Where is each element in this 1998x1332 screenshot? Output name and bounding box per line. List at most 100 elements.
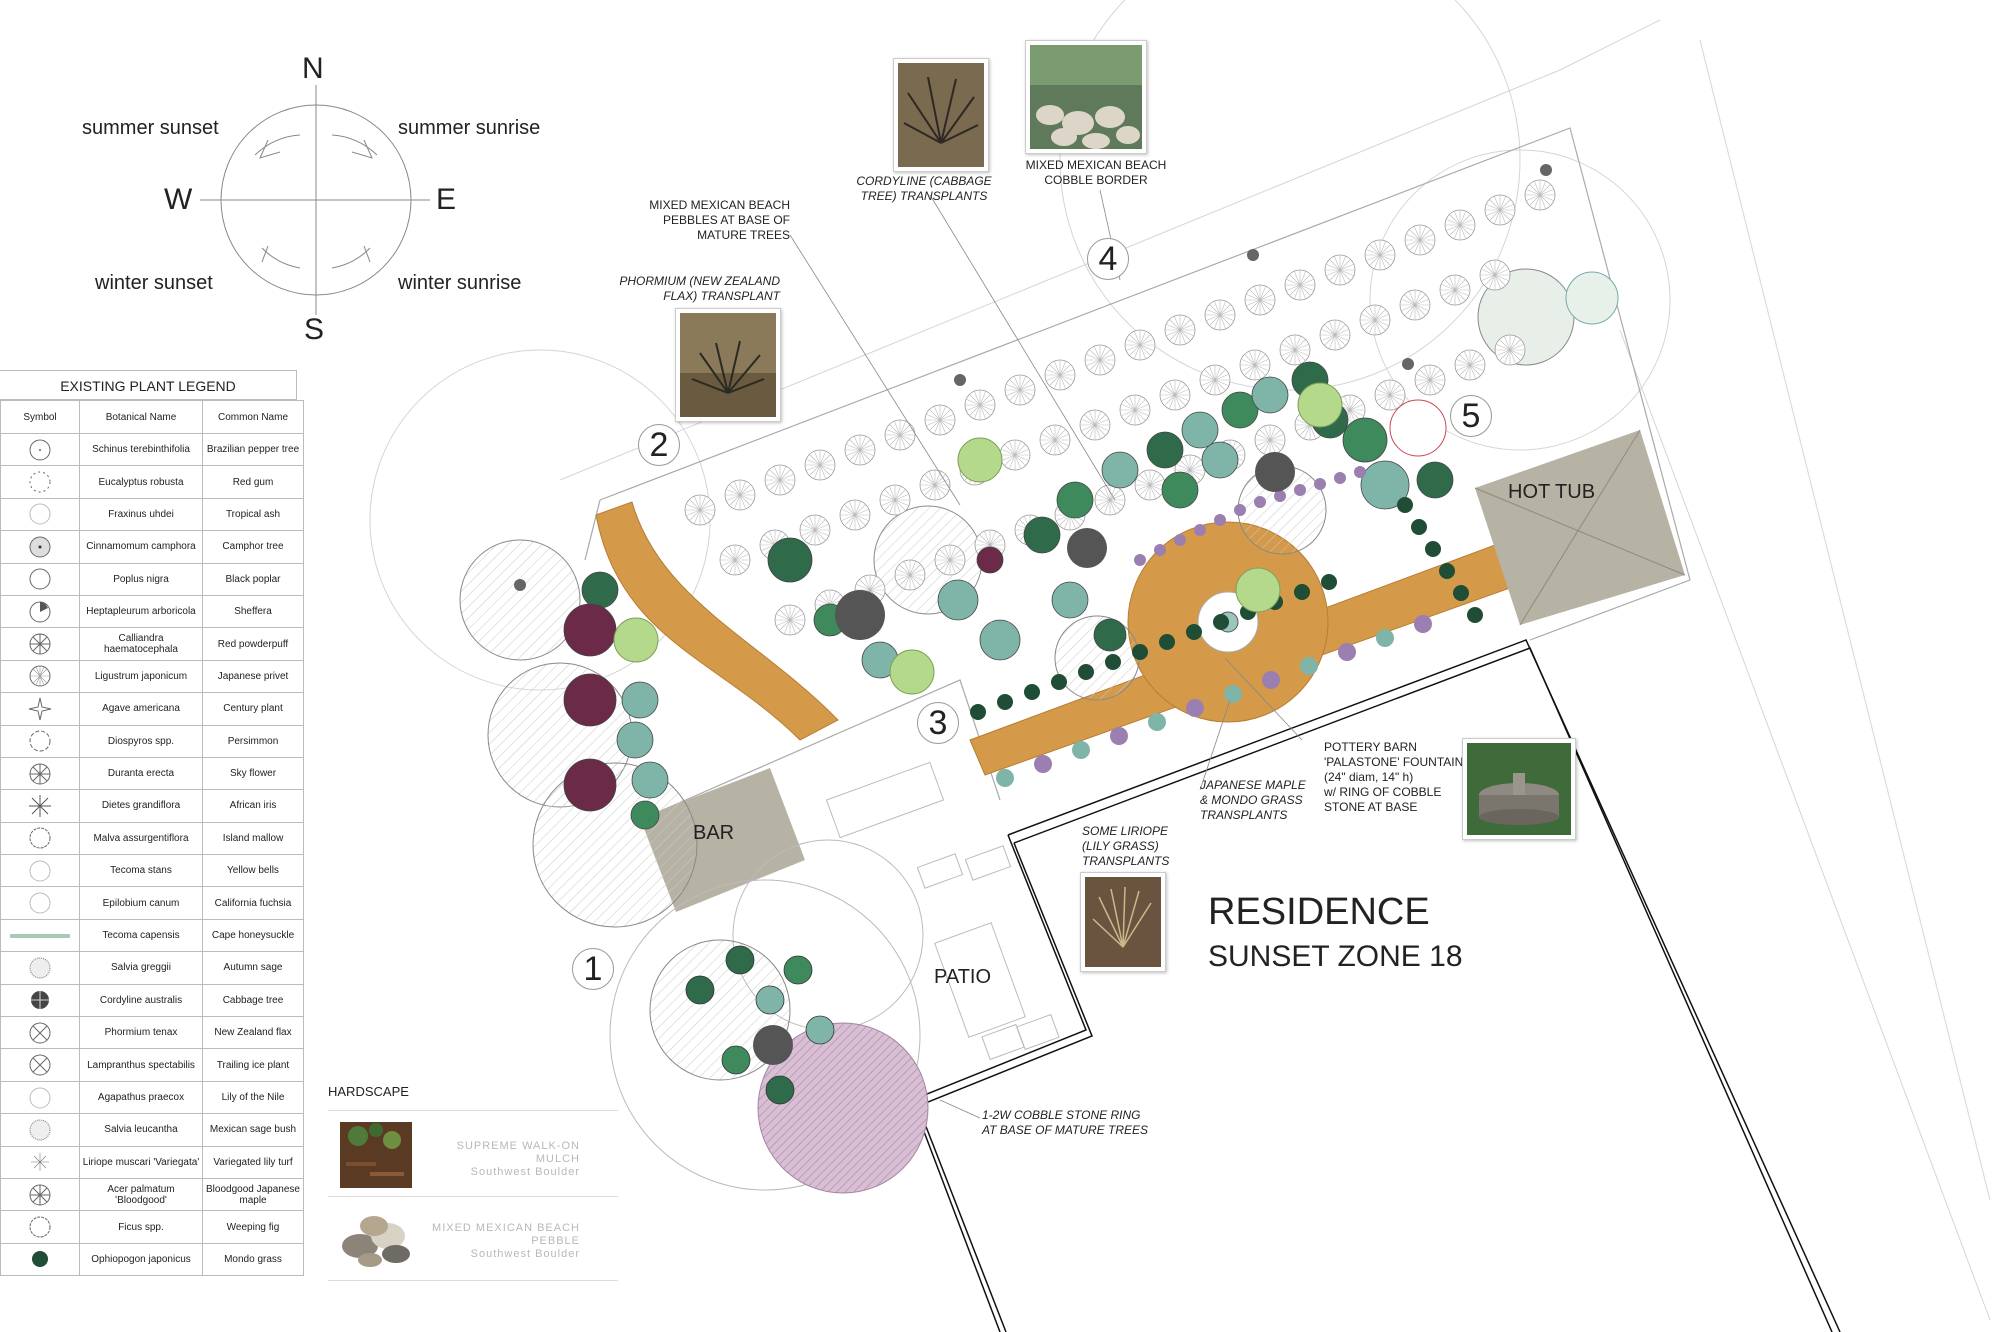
shrub-spoke (1481, 268, 1509, 282)
shrub-spoke (1161, 388, 1189, 402)
area-marker-4: 4 (1087, 238, 1129, 280)
patio-shrub (765, 1075, 795, 1105)
wedge-circle-icon (29, 601, 51, 623)
note-maple-mondo: JAPANESE MAPLE & MONDO GRASS TRANSPLANTS (1200, 778, 1320, 823)
legend-common-name: Autumn sage (202, 951, 304, 985)
colored-shrub (631, 761, 669, 799)
grey-circle-icon (29, 536, 51, 558)
colored-shrub (563, 758, 617, 812)
x-circle-icon (29, 1054, 51, 1076)
compass-north: N (302, 52, 324, 85)
shrub-spoke (1496, 343, 1524, 357)
legend-botanical-name: Eucalyptus robusta (79, 465, 203, 499)
wavy-circle-icon (29, 1216, 51, 1238)
shrub-spoke (881, 493, 909, 507)
colored-shrub (1360, 460, 1410, 510)
mondo-grass-dot (1467, 607, 1483, 623)
liriope-symbol (1148, 713, 1166, 731)
sunset-zone-label: SUNSET ZONE 18 (1208, 940, 1463, 973)
shrub-spoke (1361, 313, 1389, 327)
legend-symbol-cell (0, 594, 80, 629)
colored-shrub (1056, 481, 1094, 519)
mondo-grass-dot (1051, 674, 1067, 690)
shrub-spoke (921, 478, 949, 492)
legend-common-name: Brazilian pepper tree (202, 432, 304, 467)
planter-pot (1067, 528, 1107, 568)
legend-botanical-name: Cordyline australis (79, 983, 203, 1018)
colored-shrub (979, 619, 1021, 661)
liriope-symbol (1300, 657, 1318, 675)
solid-dark-circle-icon (32, 1251, 48, 1268)
hardscape-divider (328, 1280, 618, 1281)
lime-shrub (957, 437, 1003, 483)
legend-common-name: Camphor tree (202, 530, 304, 564)
colored-shrub (1416, 461, 1454, 499)
legend-symbol-cell (0, 432, 80, 467)
legend-symbol-cell (0, 821, 80, 856)
legend-symbol-cell (0, 983, 80, 1018)
shrub-spoke (1446, 218, 1474, 232)
liriope-symbol (1134, 554, 1146, 566)
colored-shrub (767, 537, 813, 583)
summer-sunrise-label: summer sunrise (398, 117, 541, 139)
winter-sunset-label: winter sunset (95, 272, 213, 294)
shrub-spoke (1321, 328, 1349, 342)
liriope-symbol (1338, 643, 1356, 661)
shrub-spoke (1326, 263, 1354, 277)
hot-tub-label: HOT TUB (1508, 481, 1596, 503)
faint-circle-icon (29, 892, 51, 914)
legend-common-name: Mondo grass (202, 1242, 304, 1277)
compass-rose-icon (200, 85, 430, 315)
residence-walls (911, 639, 1841, 1332)
legend-botanical-name: Salvia greggii (79, 951, 203, 985)
tree-symbol (1389, 399, 1447, 457)
mondo-grass-dot (1453, 585, 1469, 601)
mondo-grass-dot (997, 694, 1013, 710)
liriope-symbol (1334, 472, 1346, 484)
liriope-symbol (1234, 504, 1246, 516)
shrub-spoke (1201, 373, 1229, 387)
boulder-dot (1402, 358, 1414, 370)
area-marker-2: 2 (638, 424, 680, 466)
dotted-circle-icon (29, 471, 51, 493)
note-line: COBBLE BORDER (1044, 173, 1148, 187)
shrub-spoke (1441, 283, 1469, 297)
cordyline-photo (893, 58, 989, 172)
pebble-line1: MIXED MEXICAN BEACH (432, 1222, 580, 1234)
note-line: TRANSPLANTS (1082, 854, 1170, 868)
mondo-grass-dot (1294, 584, 1310, 600)
shrub-spoke (1401, 298, 1429, 312)
shrub-spoke (1406, 233, 1434, 247)
legend-botanical-name: Acer palmatum 'Bloodgood' (79, 1177, 203, 1212)
shrub-spoke (966, 398, 994, 412)
legend-common-name: Japanese privet (202, 659, 304, 694)
liriope-symbol (1224, 685, 1242, 703)
shrub-spoke (1086, 353, 1114, 367)
patio-label: PATIO (934, 966, 992, 988)
phormium-photo (675, 308, 781, 422)
shrub-spoke (686, 503, 714, 517)
liriope-symbol (1314, 478, 1326, 490)
shrub-spoke (1456, 358, 1484, 372)
legend-header-botanical: Botanical Name (79, 400, 203, 434)
shrub-spoke (1136, 478, 1164, 492)
legend-botanical-name: Epilobium canum (79, 886, 203, 920)
textured-circle-icon (29, 1119, 51, 1141)
note-liriope: SOME LIRIOPE (LILY GRASS) TRANSPLANTS (1082, 824, 1202, 869)
fine-burst-icon (31, 1153, 49, 1172)
liriope-symbol (1186, 699, 1204, 717)
legend-common-name: African iris (202, 789, 304, 823)
mondo-grass-dot (1321, 574, 1337, 590)
shrub-spoke (1256, 433, 1284, 447)
patio-shrub (721, 1045, 751, 1075)
boulder-dot (514, 579, 526, 591)
